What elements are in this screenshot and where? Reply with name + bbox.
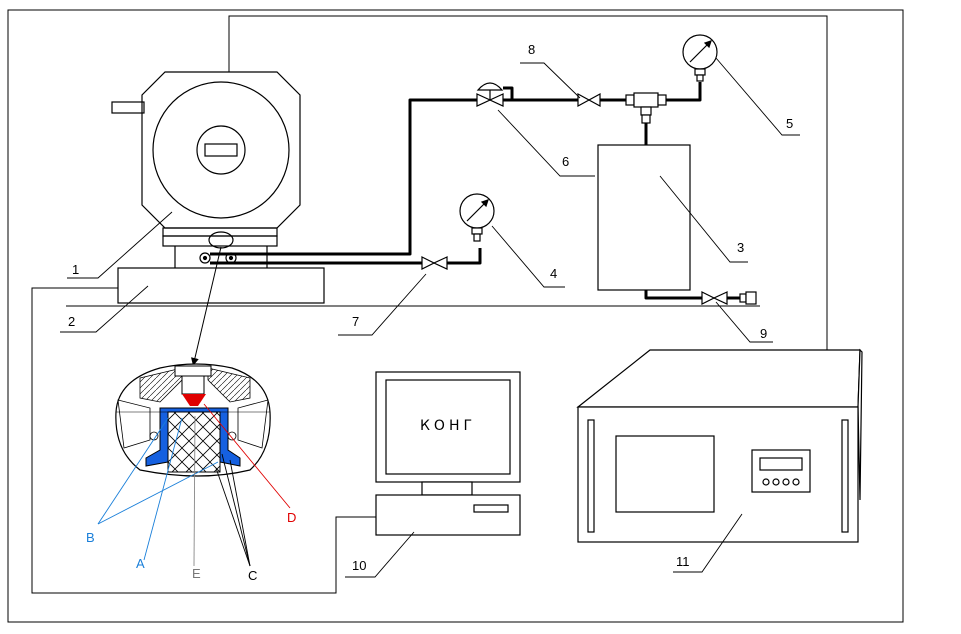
pressure-gauge-5 [682,34,718,82]
outlet-valve-9 [701,291,757,305]
detail-label-b: B [86,530,95,545]
detail-pointer-arrow [191,246,222,366]
detail-label-d: D [287,510,296,525]
valve-7 [421,256,448,270]
controller-box [576,348,863,543]
computer [375,371,521,536]
pipelines [210,82,740,300]
detail-label-c: C [248,568,257,583]
base-plate [117,267,325,304]
callout-4: 4 [550,266,557,281]
callout-5: 5 [786,116,793,131]
callout-leaders [60,57,800,578]
regulator-valve [476,82,504,107]
leak-point-red [182,394,206,406]
seal-detail-view [115,363,271,477]
callout-9: 9 [760,326,767,341]
callout-8: 8 [528,42,535,57]
detail-label-a: A [136,556,145,571]
tee-fitting [625,92,667,124]
pressure-vessel [111,71,301,268]
callout-2: 2 [68,314,75,329]
callout-7: 7 [352,314,359,329]
pressure-gauge-4 [459,193,495,242]
screen-text: КОНГ [420,418,476,434]
callout-6: 6 [562,154,569,169]
callout-10: 10 [352,558,366,573]
needle-valve [577,92,601,108]
gas-tank [597,144,691,291]
detail-leaders [97,403,291,567]
detail-label-e: E [192,566,201,581]
callout-3: 3 [737,240,744,255]
outer-frame [7,9,904,623]
callout-1: 1 [72,262,79,277]
signal-wiring [31,15,828,594]
callout-11: 11 [676,554,690,569]
